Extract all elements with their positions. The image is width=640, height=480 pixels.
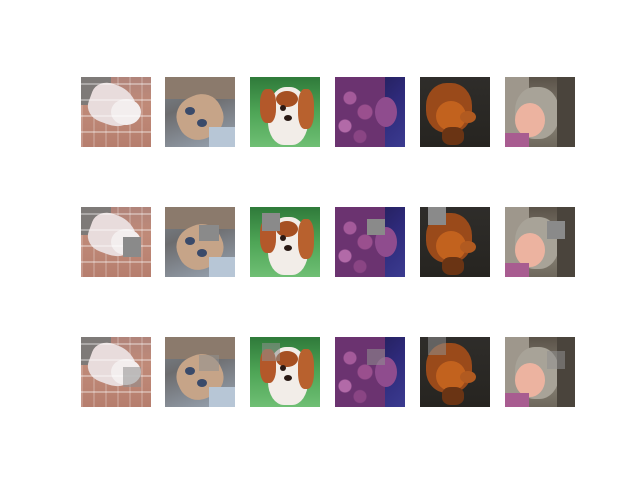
reconstructed-image-1 bbox=[81, 337, 151, 407]
occluder-patch bbox=[367, 219, 385, 235]
occluder-patch bbox=[199, 225, 219, 241]
occluded-image-4 bbox=[335, 207, 405, 277]
reconstructed-image-6 bbox=[505, 337, 575, 407]
occluded-image-2 bbox=[165, 207, 235, 277]
occluded-image-6 bbox=[505, 207, 575, 277]
reconstructed-patch bbox=[547, 351, 565, 369]
occluder-patch bbox=[262, 213, 280, 231]
original-image-3 bbox=[250, 77, 320, 147]
occluded-image-1 bbox=[81, 207, 151, 277]
reconstructed-patch bbox=[428, 337, 446, 355]
reconstructed-image-2 bbox=[165, 337, 235, 407]
reconstructed-patch bbox=[123, 367, 141, 387]
original-image-2 bbox=[165, 77, 235, 147]
original-image-6 bbox=[505, 77, 575, 147]
occluded-image-5 bbox=[420, 207, 490, 277]
occluded-image-3 bbox=[250, 207, 320, 277]
occluder-patch bbox=[547, 221, 565, 239]
reconstructed-patch bbox=[367, 349, 385, 365]
original-image-5 bbox=[420, 77, 490, 147]
reconstructed-image-4 bbox=[335, 337, 405, 407]
original-image-4 bbox=[335, 77, 405, 147]
reconstructed-patch bbox=[199, 355, 219, 371]
reconstructed-patch bbox=[262, 343, 280, 361]
occluder-patch bbox=[123, 237, 141, 257]
reconstructed-image-3 bbox=[250, 337, 320, 407]
original-image-1 bbox=[81, 77, 151, 147]
reconstructed-image-5 bbox=[420, 337, 490, 407]
occluder-patch bbox=[428, 207, 446, 225]
